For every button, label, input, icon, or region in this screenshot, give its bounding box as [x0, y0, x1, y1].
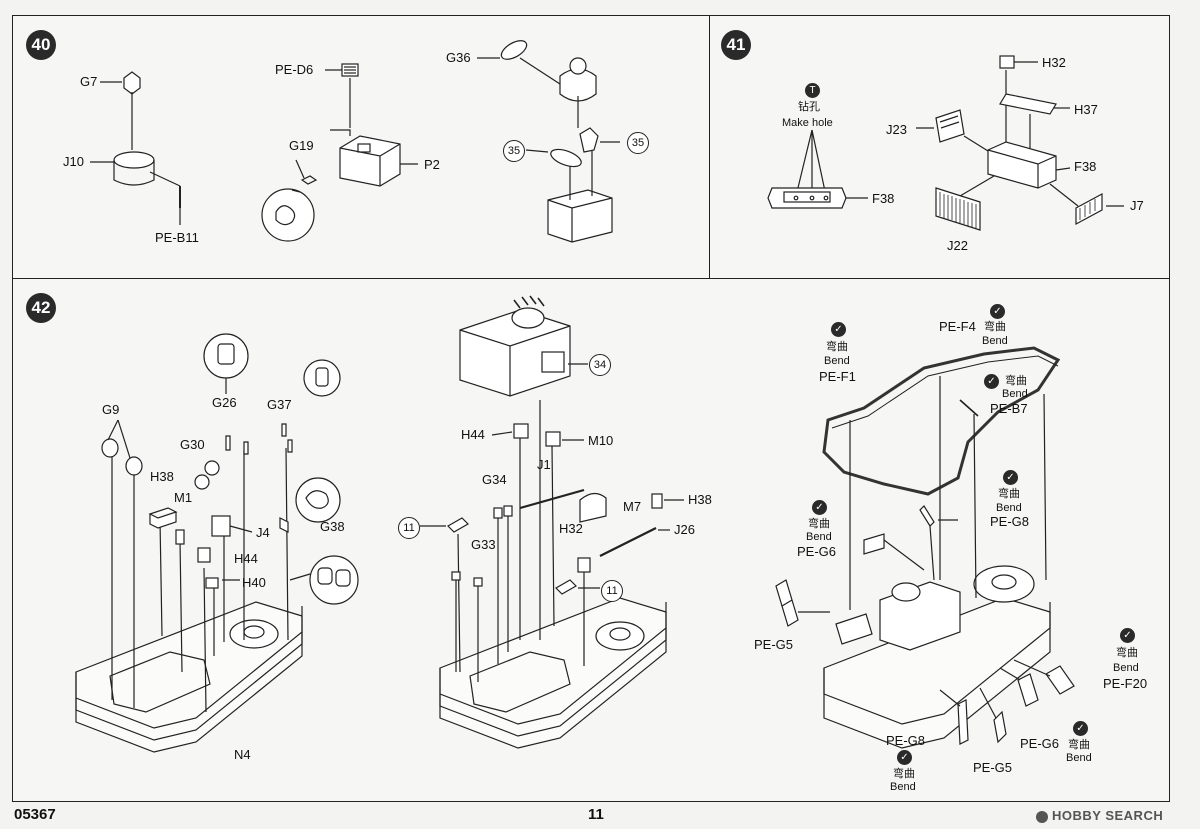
- bend-icon-f20: ✓: [1120, 628, 1135, 643]
- label-h44-mid: H44: [461, 427, 485, 442]
- callout-11-left: 11: [398, 517, 420, 539]
- label-j23: J23: [886, 122, 907, 137]
- bend-en-b7: Bend: [1002, 388, 1028, 400]
- drill-label-en: Make hole: [782, 117, 833, 129]
- label-f38-right: F38: [1074, 159, 1097, 174]
- label-g19: G19: [289, 138, 314, 153]
- label-g30: G30: [180, 437, 205, 452]
- label-h40: H40: [242, 575, 266, 590]
- step-41-panel: [709, 15, 1170, 279]
- label-pe-f20: PE-F20: [1103, 676, 1148, 691]
- bend-cn-g8-bottom: 弯曲: [893, 768, 915, 780]
- label-pe-g5-bottom: PE-G5: [973, 760, 1013, 775]
- bend-en-f4: Bend: [982, 335, 1008, 347]
- label-pe-f4: PE-F4: [939, 319, 976, 334]
- label-pe-g5-left: PE-G5: [754, 637, 794, 652]
- watermark-text: HOBBY SEARCH: [1052, 808, 1164, 823]
- label-g7: G7: [80, 74, 98, 89]
- bend-icon-f1: ✓: [831, 322, 846, 337]
- bend-icon-g8-bottom: ✓: [897, 750, 912, 765]
- label-g37: G37: [267, 397, 292, 412]
- product-code: 05367: [14, 806, 56, 823]
- label-g34: G34: [482, 472, 507, 487]
- label-h37: H37: [1074, 102, 1098, 117]
- label-j22: J22: [947, 238, 968, 253]
- drill-label-cn: 钻孔: [798, 101, 820, 113]
- step-number-42: 42: [26, 293, 56, 323]
- bend-cn-f20: 弯曲: [1116, 647, 1138, 659]
- bend-cn-f4: 弯曲: [984, 321, 1006, 333]
- label-m7: M7: [623, 499, 642, 514]
- bend-cn-b7: 弯曲: [1005, 375, 1027, 387]
- label-j10: J10: [63, 154, 84, 169]
- watermark: HOBBY SEARCH: [1036, 808, 1163, 823]
- callout-11-right: 11: [601, 580, 623, 602]
- bend-icon-f4: ✓: [990, 304, 1005, 319]
- callout-34: 34: [589, 354, 611, 376]
- label-pe-g6-bottom: PE-G6: [1020, 736, 1060, 751]
- label-h38-left: H38: [150, 469, 174, 484]
- step-number-41: 41: [721, 30, 751, 60]
- drill-icon: T: [805, 83, 820, 98]
- bend-en-g8-top: Bend: [996, 502, 1022, 514]
- label-j7: J7: [1130, 198, 1144, 213]
- bend-en-f20: Bend: [1113, 662, 1139, 674]
- bend-en-g6-top: Bend: [806, 531, 832, 543]
- step-number-40: 40: [26, 30, 56, 60]
- page-number: 11: [588, 806, 604, 823]
- label-h32-s42: H32: [559, 521, 583, 536]
- label-m10: M10: [588, 433, 614, 448]
- label-pe-b11: PE-B11: [155, 230, 199, 245]
- label-pe-b7: PE-B7: [990, 401, 1028, 416]
- label-h44-left: H44: [234, 551, 258, 566]
- bend-cn-f1: 弯曲: [826, 341, 848, 353]
- label-f38-left: F38: [872, 191, 895, 206]
- label-pe-g6-top: PE-G6: [797, 544, 837, 559]
- label-j26: J26: [674, 522, 695, 537]
- label-pe-g8-bottom: PE-G8: [886, 733, 926, 748]
- callout-35-left: 35: [503, 140, 525, 162]
- label-m1: M1: [174, 490, 193, 505]
- bend-cn-g6-bottom: 弯曲: [1068, 739, 1090, 751]
- label-pe-g8-top: PE-G8: [990, 514, 1030, 529]
- bend-icon-g8-top: ✓: [1003, 470, 1018, 485]
- bend-en-f1: Bend: [824, 355, 850, 367]
- bend-en-g8-bottom: Bend: [890, 781, 916, 793]
- label-h38-mid: H38: [688, 492, 712, 507]
- label-n4: N4: [234, 747, 251, 762]
- watermark-logo-icon: [1036, 810, 1048, 823]
- bend-icon-b7: ✓: [984, 374, 999, 389]
- bend-icon-g6-top: ✓: [812, 500, 827, 515]
- callout-35-right: 35: [627, 132, 649, 154]
- label-pe-d6: PE-D6: [275, 62, 314, 77]
- bend-cn-g8-top: 弯曲: [998, 488, 1020, 500]
- label-pe-f1: PE-F1: [819, 369, 856, 384]
- label-g26: G26: [212, 395, 237, 410]
- label-g36: G36: [446, 50, 471, 65]
- label-h32-s41: H32: [1042, 55, 1066, 70]
- bend-cn-g6-top: 弯曲: [808, 518, 830, 530]
- label-g33: G33: [471, 537, 496, 552]
- bend-en-g6-bottom: Bend: [1066, 752, 1092, 764]
- label-g38: G38: [320, 519, 345, 534]
- label-g9: G9: [102, 402, 120, 417]
- label-j1: J1: [537, 457, 551, 472]
- bend-icon-g6-bottom: ✓: [1073, 721, 1088, 736]
- label-j4: J4: [256, 525, 270, 540]
- label-p2: P2: [424, 157, 440, 172]
